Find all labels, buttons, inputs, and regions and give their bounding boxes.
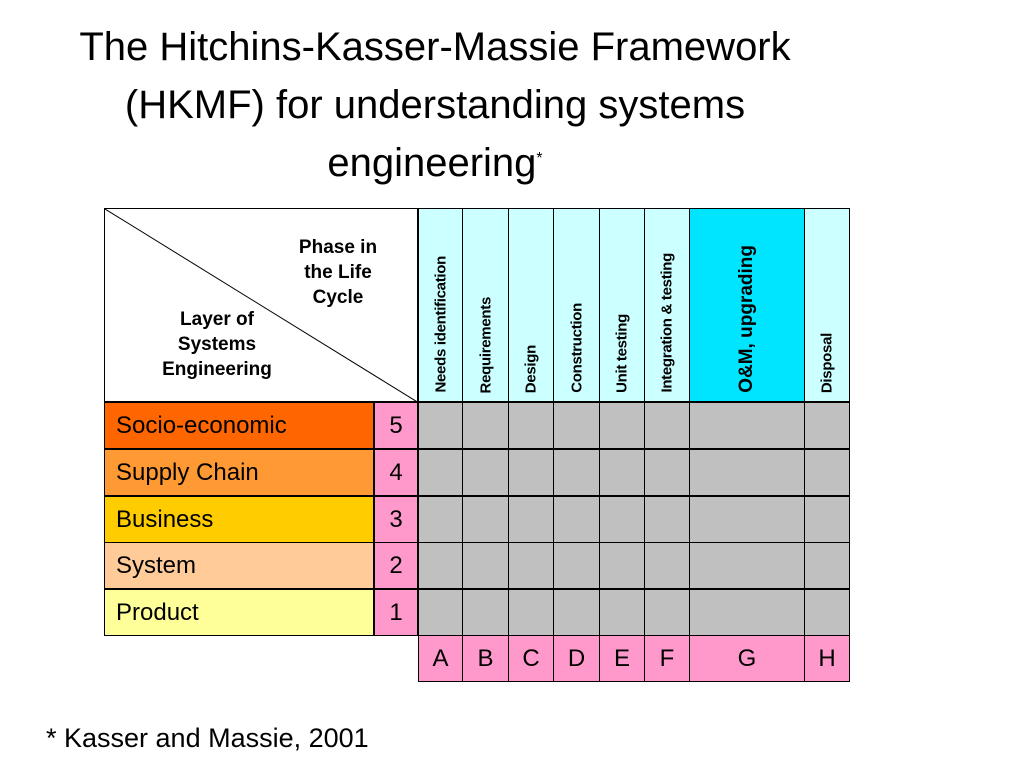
footnote: * Kasser and Massie, 2001 [46,723,369,753]
matrix-cell [418,589,463,636]
layer-number-3: 3 [374,496,418,543]
phase-name: Unit testing [614,314,631,393]
phase-name-text: Unit testing [613,314,631,393]
phase-header-needs-identification: Needs identification [418,208,463,402]
matrix-cell [644,449,690,496]
phase-letter-b: B [462,635,509,682]
matrix-cell [508,496,554,543]
matrix-cell [508,402,554,449]
matrix-cell [599,496,645,543]
phase-letter-c: C [508,635,554,682]
phase-letter-e: E [599,635,645,682]
layer-label-business: Business [104,496,374,543]
matrix-cell [508,589,554,636]
matrix-cell [462,589,509,636]
phase-name-text: Requirements [477,296,494,393]
matrix-cell [804,496,850,543]
matrix-cell [418,496,463,543]
matrix-cell [553,589,600,636]
matrix-cell [689,589,805,636]
title-line-2: (HKMF) for understanding systems [124,83,746,127]
matrix-cell [804,449,850,496]
matrix-cell [462,402,509,449]
phase-header-design: Design [508,208,554,402]
matrix-cell [804,589,850,636]
matrix-cell [599,402,645,449]
phase-header-disposal: Disposal [804,208,850,402]
matrix-cell [553,542,600,589]
matrix-cell [644,589,690,636]
phase-header-unit-testing: Unit testing [599,208,645,402]
matrix-cell [553,402,600,449]
matrix-cell [599,542,645,589]
matrix-cell [599,449,645,496]
footnote-marker: * [536,150,543,167]
phase-name-text: Disposal [818,332,836,393]
layer-number-4: 4 [374,449,418,496]
phase-name-text: Integration & testing [658,253,676,393]
phase-name: Integration & testing [659,253,676,393]
matrix-cell [689,542,805,589]
phase-letter-f: F [644,635,690,682]
layer-number-5: 5 [374,402,418,449]
matrix-cell [418,542,463,589]
phase-header-construction: Construction [553,208,600,402]
matrix-cell [508,449,554,496]
layer-number-2: 2 [374,542,418,589]
phase-name: O&M, upgrading [736,245,758,393]
matrix-cell [508,542,554,589]
matrix-cell [553,449,600,496]
phase-header-integration-and-testing: Integration & testing [644,208,690,402]
matrix-cell [804,542,850,589]
matrix-cell [553,496,600,543]
corner-diagonal-line [105,209,419,403]
phase-axis-label: Phase in the Life Cycle [298,237,378,308]
matrix-cell [689,496,805,543]
matrix-cell [462,496,509,543]
phase-name-text: O&M, upgrading [736,245,757,393]
phase-letter-g: G [689,635,805,682]
matrix-cell [644,402,690,449]
matrix-cell [599,589,645,636]
layer-label-product: Product [104,589,374,636]
phase-letter-a: A [418,635,463,682]
phase-letter-d: D [553,635,600,682]
matrix-cell [418,402,463,449]
matrix-cell [689,449,805,496]
layer-label-socio-economic: Socio-economic [104,402,374,449]
layer-axis-label: Layer of Systems Engineering [162,309,272,380]
matrix-cell [462,449,509,496]
layer-label-system: System [104,542,374,589]
phase-name-text: Needs identification [432,256,449,393]
phase-header-oandm-upgrading: O&M, upgrading [689,208,805,402]
matrix-cell [462,542,509,589]
matrix-cell [644,542,690,589]
layer-label-supply-chain: Supply Chain [104,449,374,496]
phase-name: Construction [568,303,585,393]
phase-name-text: Construction [568,303,585,393]
phase-name: Disposal [819,333,836,393]
matrix-cell [804,402,850,449]
phase-letter-h: H [804,635,850,682]
phase-name: Needs identification [432,256,449,393]
phase-name: Design [523,345,540,393]
phase-name: Requirements [477,297,494,393]
matrix-cell [689,402,805,449]
matrix-cell [644,496,690,543]
title-line-1: The Hitchins-Kasser-Massie Framework [79,25,791,69]
layer-number-1: 1 [374,589,418,636]
phase-name-text: Design [522,344,540,393]
matrix-cell [418,449,463,496]
page-title: The Hitchins-Kasser-Massie Framework (HK… [0,18,870,192]
corner-header-cell: Phase in the Life Cycle Layer of Systems… [104,208,419,403]
title-line-3: engineering [327,141,537,185]
phase-header-requirements: Requirements [462,208,509,402]
